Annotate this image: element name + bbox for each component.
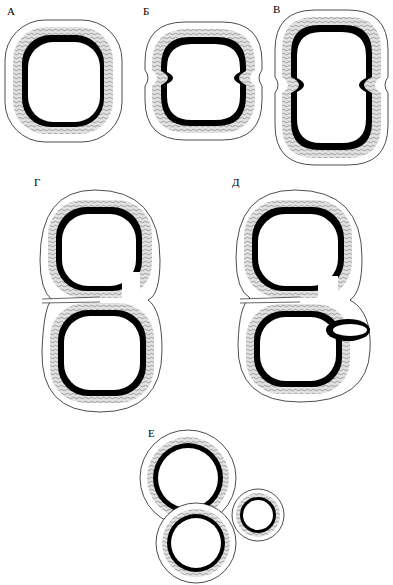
cell-a xyxy=(5,20,122,142)
cell-c xyxy=(275,10,388,165)
cell-e xyxy=(236,190,370,402)
panel-letter: Е xyxy=(147,428,156,439)
panel-letter: Г xyxy=(33,177,41,188)
panel-letter: Б xyxy=(142,6,150,17)
cell-b xyxy=(145,22,262,140)
panel-letter: Д xyxy=(231,177,241,188)
cell-d xyxy=(40,190,162,412)
panel-letter: В xyxy=(272,4,281,15)
panel-letter: А xyxy=(6,6,16,17)
cell-f-daughters xyxy=(140,430,284,583)
